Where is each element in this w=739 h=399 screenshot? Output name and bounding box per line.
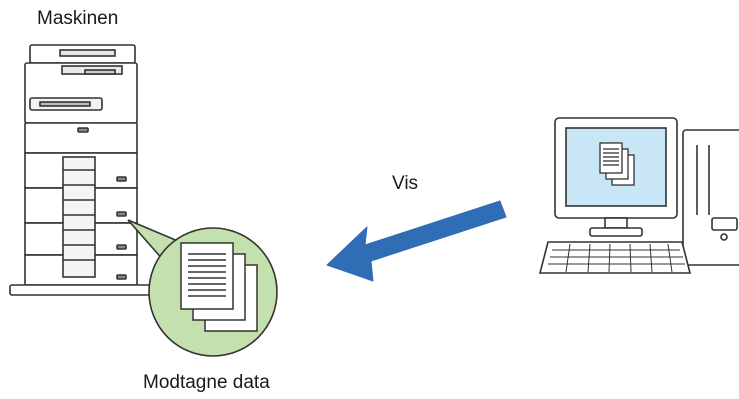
multifunction-printer-icon xyxy=(9,44,153,296)
view-label: Vis xyxy=(392,173,419,194)
machine-label: Maskinen xyxy=(37,8,119,29)
received-data-bubble xyxy=(148,227,278,357)
arrow-left-icon xyxy=(326,200,507,282)
documents-icon xyxy=(180,242,258,332)
received-data-label: Modtagne data xyxy=(143,372,270,393)
desktop-computer-icon xyxy=(538,117,739,274)
